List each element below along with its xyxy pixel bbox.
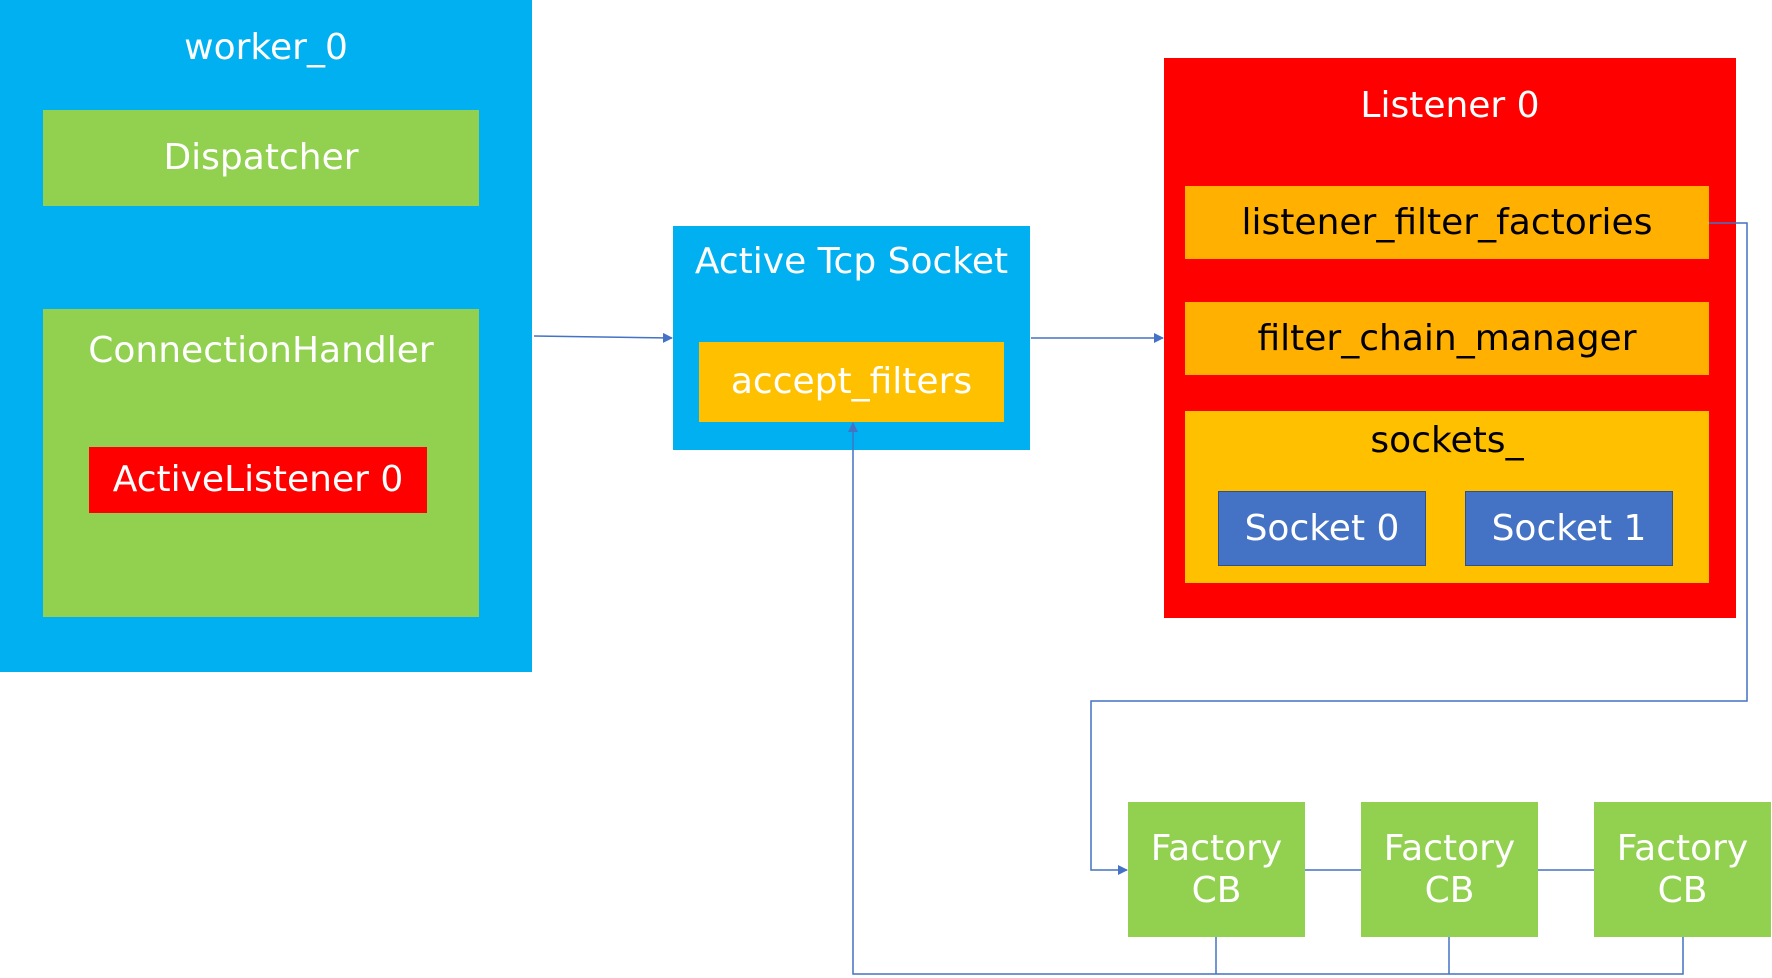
factory-cb-box: Factory CB [1128, 802, 1305, 937]
worker-container: worker_0 Dispatcher ConnectionHandler Ac… [0, 0, 532, 672]
arrow-worker-to-socket [533, 332, 673, 343]
active-tcp-socket-title: Active Tcp Socket [694, 241, 1009, 282]
socket-label: Socket 0 [1244, 507, 1400, 549]
factory-cb-line2: CB [1424, 869, 1475, 911]
socket-label: Socket 1 [1491, 507, 1647, 549]
factory-cb-line1: Factory [1616, 828, 1749, 870]
listener-filter-factories-label: listener_filter_factories [1241, 201, 1653, 243]
active-listener-label: ActiveListener 0 [112, 459, 404, 501]
connection-handler-title: ConnectionHandler [88, 330, 434, 371]
connection-handler-box: ConnectionHandler ActiveListener 0 [43, 309, 479, 617]
socket-item: Socket 1 [1465, 491, 1673, 566]
accept-filters-label: accept_filters [730, 361, 973, 403]
factory-cb-box: Factory CB [1361, 802, 1538, 937]
dispatcher-box: Dispatcher [43, 110, 479, 206]
sockets-box: sockets_ Socket 0 Socket 1 [1185, 411, 1709, 583]
active-listener-box: ActiveListener 0 [89, 447, 427, 513]
filter-chain-manager-label: filter_chain_manager [1257, 317, 1637, 359]
listener-box: Listener 0 listener_filter_factories fil… [1164, 58, 1736, 618]
factory-cb-line2: CB [1657, 869, 1708, 911]
factory-cb-line2: CB [1191, 869, 1242, 911]
filter-chain-manager-box: filter_chain_manager [1185, 302, 1709, 375]
active-tcp-socket-box: Active Tcp Socket accept_filters [673, 226, 1030, 450]
dispatcher-label: Dispatcher [163, 137, 359, 179]
listener-filter-factories-box: listener_filter_factories [1185, 186, 1709, 259]
worker-title: worker_0 [184, 27, 348, 68]
sockets-title: sockets_ [1370, 420, 1524, 461]
socket-item: Socket 0 [1218, 491, 1426, 566]
factory-cb-line1: Factory [1150, 828, 1283, 870]
factory-cb-line1: Factory [1383, 828, 1516, 870]
listener-title: Listener 0 [1360, 85, 1540, 126]
accept-filters-box: accept_filters [699, 342, 1004, 422]
factory-cb-box: Factory CB [1594, 802, 1771, 937]
